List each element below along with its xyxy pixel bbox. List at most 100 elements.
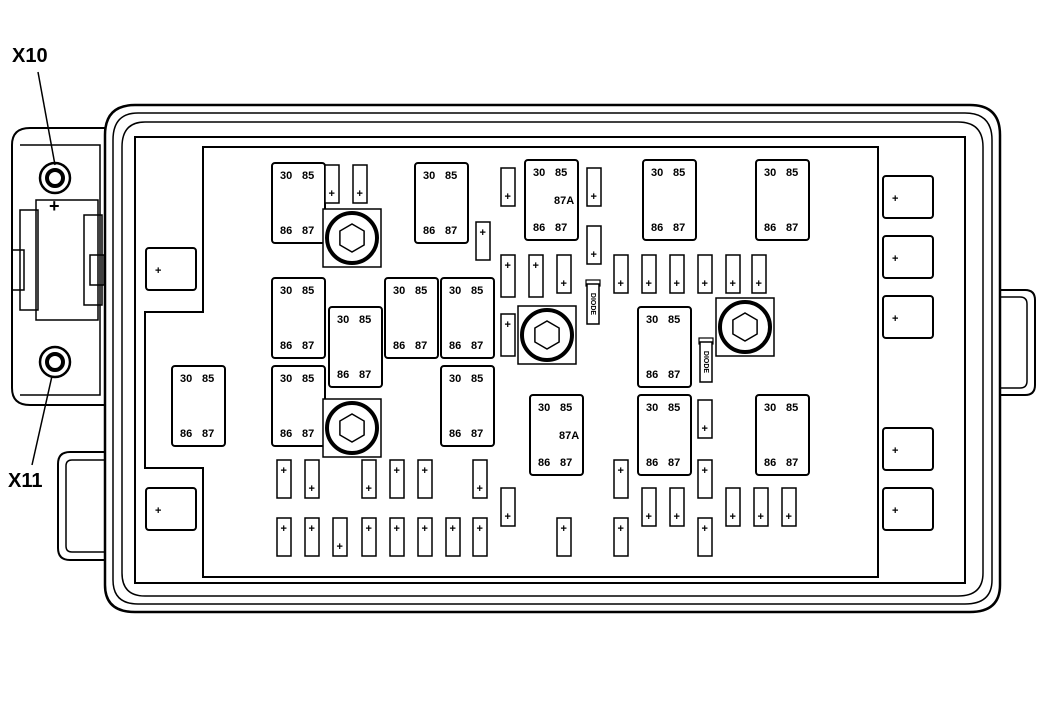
left-lower-tab	[57, 451, 105, 561]
mini-fuse: +	[613, 459, 629, 499]
relay-body	[414, 162, 469, 244]
mini-fuse: +	[417, 517, 433, 557]
relay-pin-30: 30	[538, 402, 550, 414]
maxi-fuse: +	[145, 487, 197, 531]
relay-body	[642, 159, 697, 241]
maxi-fuse-terminal-symbol: +	[155, 265, 161, 277]
mini-fuse: +	[361, 459, 377, 499]
relay-pin-85: 85	[471, 285, 483, 297]
fuse-terminal-symbol: +	[505, 319, 511, 331]
relay-pin-85: 85	[668, 402, 680, 414]
mini-fuse: +	[304, 517, 320, 557]
relay-pin-85: 85	[668, 314, 680, 326]
relay-body	[440, 277, 495, 359]
mini-fuse: +	[332, 517, 348, 557]
relay-pin-86: 86	[646, 369, 658, 381]
mini-fuse: +	[751, 254, 767, 294]
relay-pin-85: 85	[786, 402, 798, 414]
relay-pin-87: 87	[786, 457, 798, 469]
mini-fuse: +	[641, 254, 657, 294]
maxi-fuse: +	[882, 487, 934, 531]
relay-pin-86: 86	[393, 340, 405, 352]
mini-fuse: +	[475, 221, 491, 261]
mini-fuse: +	[556, 254, 572, 294]
maxi-fuse-body	[882, 235, 934, 279]
mini-fuse: +	[304, 459, 320, 499]
relay-pin-85: 85	[202, 373, 214, 385]
fuse-body	[528, 254, 544, 298]
fuse-terminal-symbol: +	[758, 511, 764, 523]
fuse-body	[361, 459, 377, 499]
relay-pin-85: 85	[302, 170, 314, 182]
relay-pin-87a: 87A	[559, 430, 579, 442]
mini-fuse: +	[352, 164, 368, 204]
relay-pin-86: 86	[538, 457, 550, 469]
fuse-terminal-symbol: +	[702, 423, 708, 435]
relay-pin-87: 87	[560, 457, 572, 469]
maxi-fuse-terminal-symbol: +	[892, 253, 898, 265]
mini-fuse: +	[556, 517, 572, 557]
relay-body	[271, 277, 326, 359]
relay-pin-86: 86	[764, 222, 776, 234]
stud-hex	[339, 223, 365, 253]
fuse-body	[641, 487, 657, 527]
mini-fuse: +	[389, 517, 405, 557]
left-bracket: +	[11, 127, 106, 406]
mini-fuse: +	[613, 254, 629, 294]
mini-fuse: +	[613, 517, 629, 557]
fuse-body	[389, 459, 405, 499]
fuse-body	[613, 254, 629, 294]
fuse-body	[641, 254, 657, 294]
mini-fuse: +	[753, 487, 769, 527]
terminal-x11-icon	[38, 345, 72, 379]
mini-fuse: +	[472, 459, 488, 499]
callout-x10: X10	[12, 45, 48, 67]
mini-fuse: +	[472, 517, 488, 557]
fuse-body	[472, 517, 488, 557]
fuse-body	[361, 517, 377, 557]
mini-fuse: +	[445, 517, 461, 557]
relay-body	[328, 306, 383, 388]
maxi-fuse: +	[145, 247, 197, 291]
fuse-terminal-symbol: +	[477, 483, 483, 495]
fuse-body	[697, 399, 713, 439]
relay-pin-86: 86	[280, 225, 292, 237]
fuse-body	[417, 517, 433, 557]
stud-hex	[339, 413, 365, 443]
hex-nut-icon	[715, 297, 775, 357]
hex-nut-icon	[517, 305, 577, 365]
fuse-terminal-symbol: +	[730, 511, 736, 523]
fuse-body	[781, 487, 797, 527]
relay-pin-85: 85	[673, 167, 685, 179]
fuse-terminal-symbol: +	[756, 278, 762, 290]
relay-pin-85: 85	[302, 373, 314, 385]
maxi-fuse-group: + + + + + + +	[145, 175, 934, 531]
housing	[103, 103, 1002, 614]
relay-pin-30: 30	[393, 285, 405, 297]
relay-pin-30: 30	[449, 373, 461, 385]
fuse-terminal-symbol: +	[505, 191, 511, 203]
mini-fuse: +	[697, 254, 713, 294]
fuse-terminal-symbol: +	[394, 465, 400, 477]
fuse-terminal-symbol: +	[618, 465, 624, 477]
fuse-terminal-symbol: +	[646, 511, 652, 523]
fuse-body	[472, 459, 488, 499]
fuse-body	[304, 459, 320, 499]
fuse-body	[586, 167, 602, 207]
relay-pin-86: 86	[180, 428, 192, 440]
fuse-terminal-symbol: +	[422, 465, 428, 477]
relay-pin-86: 86	[651, 222, 663, 234]
right-tab	[1000, 289, 1036, 396]
relay-pin-85: 85	[302, 285, 314, 297]
relay-pin-85: 85	[415, 285, 427, 297]
relay-pin-30: 30	[180, 373, 192, 385]
mini-fuse: +	[697, 517, 713, 557]
maxi-fuse-terminal-symbol: +	[892, 505, 898, 517]
fuse-terminal-symbol: +	[477, 523, 483, 535]
